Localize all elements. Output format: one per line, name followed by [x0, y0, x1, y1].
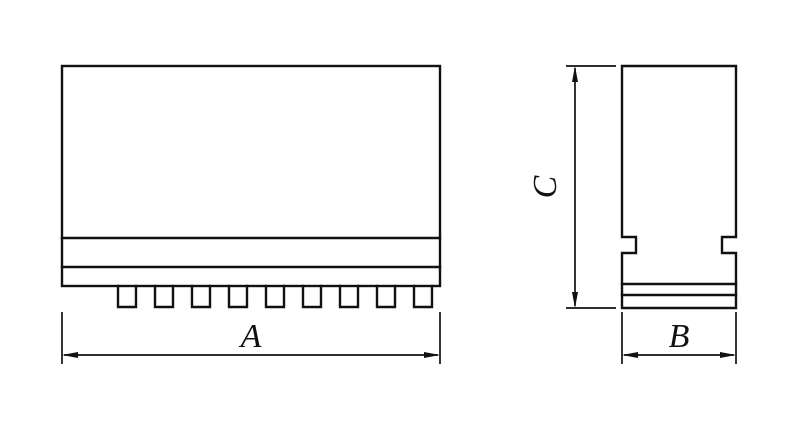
- dimension-b: B: [621, 312, 737, 364]
- front-view: [60, 64, 442, 309]
- side-view-outline: [620, 64, 738, 310]
- dimension-a: A: [61, 312, 441, 364]
- dimension-c-arrow-top-icon: [572, 66, 578, 82]
- front-view-body: [60, 64, 442, 288]
- dimension-b-arrow-right-icon: [720, 352, 736, 358]
- dimension-c-label: C: [527, 175, 564, 198]
- front-view-serrations: [116, 284, 434, 309]
- dimension-c: C: [527, 65, 616, 309]
- dimension-a-arrow-right-icon: [424, 352, 440, 358]
- dimension-c-arrow-bottom-icon: [572, 292, 578, 308]
- dimension-b-arrow-left-icon: [622, 352, 638, 358]
- side-view: [620, 64, 738, 310]
- dimension-a-label: A: [239, 318, 262, 355]
- dimension-b-label: B: [669, 318, 690, 355]
- dimension-a-arrow-left-icon: [62, 352, 78, 358]
